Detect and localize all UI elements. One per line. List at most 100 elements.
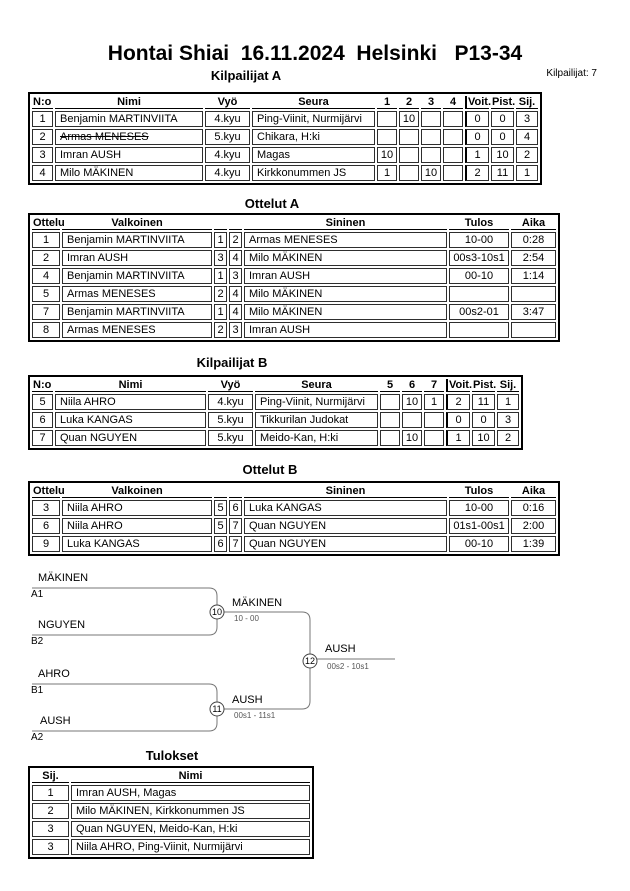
- competitor-number-cell: 6: [32, 412, 53, 428]
- white-number-cell: 1: [214, 304, 227, 320]
- white-name-cell: Benjamin MARTINVIITA: [62, 304, 212, 320]
- header-row: N:o Nimi Vyö Seura 5 6 7 Voit. Pist. Sij…: [32, 379, 519, 392]
- place-cell: 3: [516, 111, 538, 127]
- club-cell: Ping-Viinit, Nurmijärvi: [255, 394, 378, 410]
- score-vs-cell: [421, 111, 441, 127]
- result-cell: 00-10: [449, 268, 509, 284]
- col-header-m6: 6: [402, 379, 422, 392]
- result-row: 2 Milo MÄKINEN, Kirkkonummen JS: [32, 803, 310, 819]
- bracket-line-winner2: [224, 668, 311, 710]
- competitor-name-cell: Luka KANGAS: [55, 412, 206, 428]
- match-number-label: 12: [305, 656, 315, 666]
- score-vs-cell: [443, 165, 463, 181]
- blue-number-cell: 3: [229, 268, 242, 284]
- result-cell: 00-10: [449, 536, 509, 552]
- blue-name-cell: Luka KANGAS: [244, 500, 447, 516]
- wins-cell: 2: [446, 394, 470, 410]
- result-cell: 00s2-01: [449, 304, 509, 320]
- blue-number-cell: 7: [229, 536, 242, 552]
- col-header-no: N:o: [32, 96, 53, 109]
- col-header-wins: Voit.: [446, 379, 472, 392]
- club-cell: Kirkkonummen JS: [252, 165, 375, 181]
- result-cell: 00s3-10s1: [449, 250, 509, 266]
- points-cell: 11: [491, 165, 514, 181]
- col-header-m4: 4: [443, 96, 463, 109]
- col-header-points: Pist.: [491, 96, 516, 109]
- points-cell: 0: [491, 129, 514, 145]
- match-row: 8 Armas MENESES 2 3 Imran AUSH: [32, 322, 556, 338]
- col-header-white: Valkoinen: [62, 485, 212, 498]
- competitor-row: 2 Armas MENESES 5.kyu Chikara, H:ki 0 0 …: [32, 129, 538, 145]
- bracket-competitor-label: MÄKINEN: [38, 572, 89, 584]
- blue-name-cell: Armas MENESES: [244, 232, 447, 248]
- match-number-label: 11: [212, 704, 221, 714]
- white-name-cell: Niila AHRO: [62, 518, 212, 534]
- col-header-match: Ottelu: [32, 217, 65, 230]
- col-header-club: Seura: [255, 379, 378, 392]
- col-header-place: Sij.: [32, 770, 69, 783]
- club-cell: Tikkurilan Judokat: [255, 412, 378, 428]
- match-number-cell: 7: [32, 304, 60, 320]
- header-row: N:o Nimi Vyö Seura 1 2 3 4 Voit. Pist. S…: [32, 96, 538, 109]
- score-vs-cell: [402, 412, 422, 428]
- col-header-blue: Sininen: [244, 485, 447, 498]
- header-row: Sij. Nimi: [32, 770, 310, 783]
- place-cell: 3: [497, 412, 519, 428]
- place-cell: 2: [516, 147, 538, 163]
- match-circle-10: [209, 604, 225, 620]
- match-number-cell: 8: [32, 322, 60, 338]
- club-cell: Ping-Viinit, Nurmijärvi: [252, 111, 375, 127]
- place-cell: 3: [32, 821, 69, 837]
- match-number-cell: 4: [32, 268, 60, 284]
- bracket-score-label: 10 - 00: [234, 614, 259, 623]
- belt-cell: 4.kyu: [205, 147, 250, 163]
- competitor-number-cell: 2: [32, 129, 53, 145]
- empty-header-cell: [229, 217, 242, 230]
- matches-b-table: Ottelu Valkoinen Sininen Tulos Aika 3 Ni…: [28, 481, 560, 556]
- results-table: Sij. Nimi 1 Imran AUSH, Magas 2 Milo MÄK…: [28, 766, 314, 859]
- competitor-row: 7 Quan NGUYEN 5.kyu Meido-Kan, H:ki 10 1…: [32, 430, 519, 446]
- points-cell: 10: [472, 430, 495, 446]
- blue-number-cell: 4: [229, 250, 242, 266]
- empty-header-cell: [214, 485, 227, 498]
- bracket-winner-label: MÄKINEN: [232, 597, 283, 609]
- blue-number-cell: 4: [229, 304, 242, 320]
- match-number-label: 10: [212, 607, 222, 617]
- white-name-cell: Luka KANGAS: [62, 536, 212, 552]
- wins-cell: 1: [446, 430, 470, 446]
- bracket-competitor-label: AHRO: [38, 668, 70, 680]
- white-name-cell: Niila AHRO: [62, 500, 212, 516]
- place-cell: 3: [32, 839, 69, 855]
- score-vs-cell: 1: [424, 394, 444, 410]
- blue-number-cell: 2: [229, 232, 242, 248]
- bracket-line-semi2-bottom: [32, 716, 218, 732]
- bracket-competitor-label: NGUYEN: [38, 619, 86, 631]
- section-heading-matches-b: Ottelut B: [242, 462, 298, 477]
- bracket-seed-label: A2: [31, 732, 44, 743]
- result-row: 1 Imran AUSH, Magas: [32, 785, 310, 801]
- col-header-belt: Vyö: [208, 379, 253, 392]
- bracket-competitor-label: AUSH: [40, 715, 71, 727]
- match-row: 9 Luka KANGAS 6 7 Quan NGUYEN 00-10 1:39: [32, 536, 556, 552]
- bracket-seed-label: B1: [31, 685, 44, 696]
- col-header-name: Nimi: [55, 96, 203, 109]
- belt-cell: 4.kyu: [208, 394, 253, 410]
- result-cell: [449, 286, 509, 302]
- blue-name-cell: Milo MÄKINEN: [244, 304, 447, 320]
- club-cell: Meido-Kan, H:ki: [255, 430, 378, 446]
- col-header-place: Sij.: [516, 96, 538, 109]
- col-header-belt: Vyö: [205, 96, 250, 109]
- score-vs-cell: [421, 129, 441, 145]
- section-heading-pool-b: Kilpailijat B: [196, 355, 268, 370]
- score-vs-cell: [399, 165, 419, 181]
- place-cell: 1: [497, 394, 519, 410]
- competitor-row: 4 Milo MÄKINEN 4.kyu Kirkkonummen JS 1 1…: [32, 165, 538, 181]
- time-cell: 0:28: [511, 232, 556, 248]
- competitor-name-cell: Imran AUSH: [55, 147, 203, 163]
- time-cell: [511, 322, 556, 338]
- header-row: Ottelu Valkoinen Sininen Tulos Aika: [32, 485, 556, 498]
- time-cell: [511, 286, 556, 302]
- score-vs-cell: [377, 129, 397, 145]
- col-header-points: Pist.: [472, 379, 497, 392]
- pool-b-table: N:o Nimi Vyö Seura 5 6 7 Voit. Pist. Sij…: [28, 375, 523, 450]
